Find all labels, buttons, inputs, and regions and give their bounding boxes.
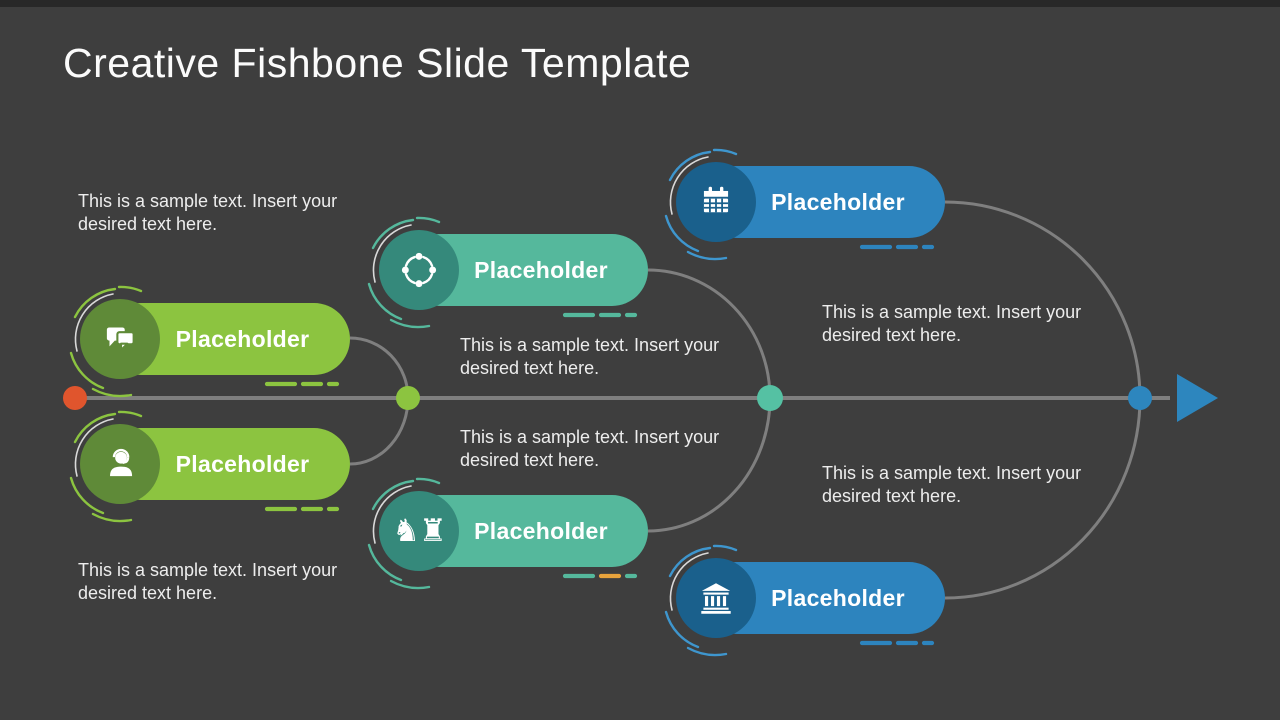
pill-label: Placeholder [771,584,905,611]
note-middle-lower: This is a sample text. Insert your desir… [460,427,720,470]
placeholder-pill-middle-bottom[interactable]: ♞♜ Placeholder [379,491,648,571]
spine-start-dot [63,386,87,410]
chat-bubbles-icon [80,299,160,379]
bone-arc-middle [647,268,772,533]
note-right-lower: This is a sample text. Insert your desir… [822,463,1082,506]
slide-title: Creative Fishbone Slide Template [63,40,692,86]
process-cycle-icon [379,230,459,310]
calendar-icon [676,162,756,242]
placeholder-pill-right-bottom[interactable]: Placeholder [676,558,945,638]
pill-label: Placeholder [175,325,310,352]
placeholder-pill-right-top[interactable]: Placeholder [676,162,945,242]
pill-label: Placeholder [771,188,905,215]
pill-label: Placeholder [175,450,310,477]
placeholder-pill-left-top[interactable]: Placeholder [80,299,350,379]
bank-icon [676,558,756,638]
chess-pieces-icon: ♞♜ [379,491,459,571]
spine-node-blue [1128,386,1152,410]
pill-label: Placeholder [474,517,608,544]
chess-glyphs: ♞♜ [392,512,447,549]
spine-node-teal [757,385,783,411]
placeholder-pill-left-bottom[interactable]: Placeholder [80,424,350,504]
note-right-upper: This is a sample text. Insert your desir… [822,302,1082,345]
note-middle-upper: This is a sample text. Insert your desir… [460,335,720,378]
pill-label: Placeholder [474,256,608,283]
note-top-left: This is a sample text. Insert your desir… [78,191,338,234]
spine-node-green [396,386,420,410]
placeholder-pill-middle-top[interactable]: Placeholder [379,230,648,310]
spine-arrow-head [1177,374,1218,422]
support-agent-icon [80,424,160,504]
note-bottom-left: This is a sample text. Insert your desir… [78,560,338,603]
top-edge-band [0,0,1280,7]
